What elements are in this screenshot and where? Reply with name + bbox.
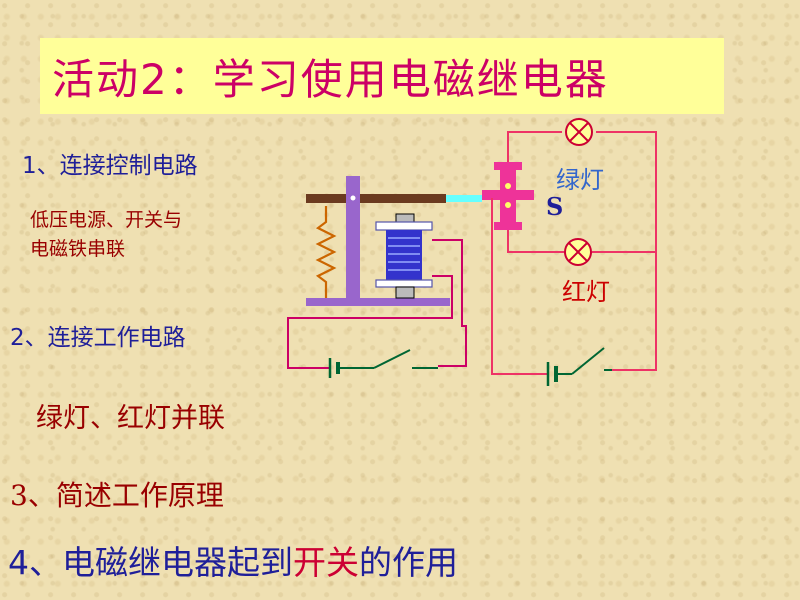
push-rod bbox=[446, 195, 482, 202]
step1-detail-line2: 电磁铁串联 bbox=[30, 238, 126, 260]
moving-contact-blade bbox=[482, 190, 534, 200]
armature-bar bbox=[306, 194, 446, 203]
work-switch-blade bbox=[571, 347, 605, 375]
step4-suffix: 的作用 bbox=[359, 543, 458, 582]
upper-contact-point bbox=[505, 183, 511, 189]
contact-bottom-plate bbox=[494, 222, 522, 230]
green-lamp-icon bbox=[565, 118, 593, 146]
red-lamp-icon bbox=[564, 238, 592, 266]
core-bottom bbox=[395, 286, 415, 299]
coil-windings bbox=[388, 237, 420, 271]
control-switch-blade bbox=[373, 349, 411, 369]
page-title: 活动2：学习使用电磁继电器 bbox=[52, 54, 609, 104]
step4-heading: 4、电磁继电器起到开关的作用 bbox=[8, 536, 458, 584]
work-circuit-left-wire bbox=[491, 198, 548, 375]
green-lamp-label: 绿灯 bbox=[556, 166, 604, 194]
return-spring bbox=[315, 206, 337, 298]
relay-base bbox=[306, 298, 450, 306]
bobbin-top-flange bbox=[375, 221, 433, 231]
contact-top-plate bbox=[494, 162, 522, 170]
hinge-pin bbox=[350, 195, 356, 201]
step2-heading: 2、连接工作电路 bbox=[10, 325, 186, 351]
green-lamp-left-wire bbox=[507, 131, 562, 162]
step1-heading: 1、连接控制电路 bbox=[22, 153, 198, 179]
bobbin-bottom-flange bbox=[375, 279, 433, 288]
armature-pivot-post bbox=[346, 176, 360, 300]
step3-heading: 3、简述工作原理 bbox=[10, 479, 224, 512]
coil-lead-left bbox=[287, 275, 453, 369]
step1-detail-line1: 低压电源、开关与 bbox=[30, 209, 183, 231]
step2-detail: 绿灯、红灯并联 bbox=[36, 403, 225, 434]
step1-detail: 低压电源、开关与 电磁铁串联 bbox=[30, 206, 182, 264]
step4-prefix: 4、电磁继电器起到 bbox=[8, 543, 293, 582]
lower-contact-point bbox=[505, 202, 511, 208]
red-lamp-label: 红灯 bbox=[562, 278, 610, 306]
contact-s-label: S bbox=[546, 192, 564, 221]
step4-highlight: 开关 bbox=[293, 543, 359, 582]
title-banner: 活动2：学习使用电磁继电器 bbox=[40, 38, 724, 114]
red-lamp-left-wire bbox=[507, 230, 564, 253]
coil-lead-right bbox=[432, 239, 467, 367]
